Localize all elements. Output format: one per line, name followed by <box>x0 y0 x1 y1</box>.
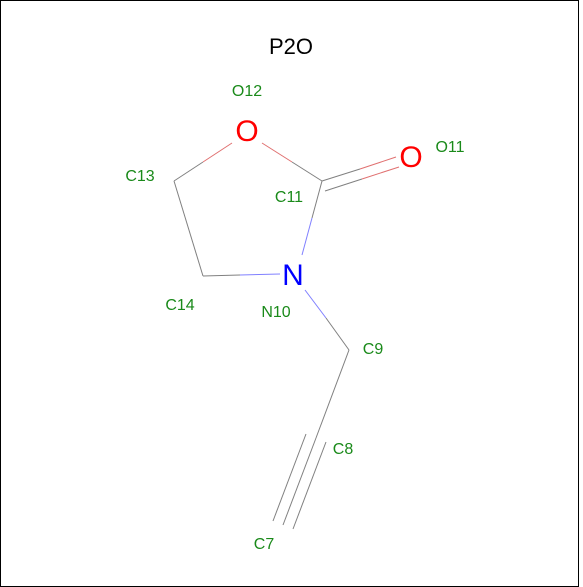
atom-label-n10: N10 <box>261 304 290 321</box>
atom-label-c9: C9 <box>363 341 384 358</box>
element-symbols: O O N <box>235 115 422 292</box>
bond-o12-c13-a <box>202 142 233 163</box>
bond-c11-o11-2a <box>324 178 363 192</box>
atom-label-c7: C7 <box>254 536 275 553</box>
atom-label-o11: O11 <box>435 139 464 156</box>
bond-c14-n10-a <box>202 274 241 277</box>
atom-labels: O12 O11 C13 C11 C14 N10 C9 C8 C7 <box>125 83 464 553</box>
atom-label-c14: C14 <box>165 297 194 314</box>
bond-n10-c9-b <box>325 317 350 351</box>
atom-label-c8: C8 <box>333 441 354 458</box>
bonds <box>173 142 400 530</box>
bond-o12-c13-b <box>173 161 204 182</box>
atom-label-c13: C13 <box>125 168 154 185</box>
bond-o12-c11-a <box>261 142 293 163</box>
atom-label-o12: O12 <box>232 83 262 100</box>
atom-label-c11: C11 <box>275 189 303 206</box>
bond-c8-c7-2 <box>282 437 317 526</box>
bond-c11-n10-b <box>301 217 313 256</box>
molecule-title: P2O <box>269 34 313 59</box>
atom-symbol-o12: O <box>235 115 258 148</box>
bond-c8-c7-1 <box>272 433 307 522</box>
bond-c9-c8 <box>315 349 350 439</box>
bond-o12-c11-b <box>291 161 323 182</box>
bond-n10-c9-a <box>304 289 327 319</box>
bond-c13-c14 <box>173 180 204 277</box>
bond-c11-o11-2b <box>361 166 400 180</box>
bond-c8-c7-3 <box>292 441 327 530</box>
bond-c11-o11-1b <box>359 156 397 170</box>
bond-c11-o11-1a <box>321 168 361 182</box>
atom-symbol-o11: O <box>399 141 422 174</box>
bond-c11-n10-a <box>311 180 323 219</box>
atom-symbol-n10: N <box>282 259 304 292</box>
bond-c14-n10-b <box>239 273 281 276</box>
